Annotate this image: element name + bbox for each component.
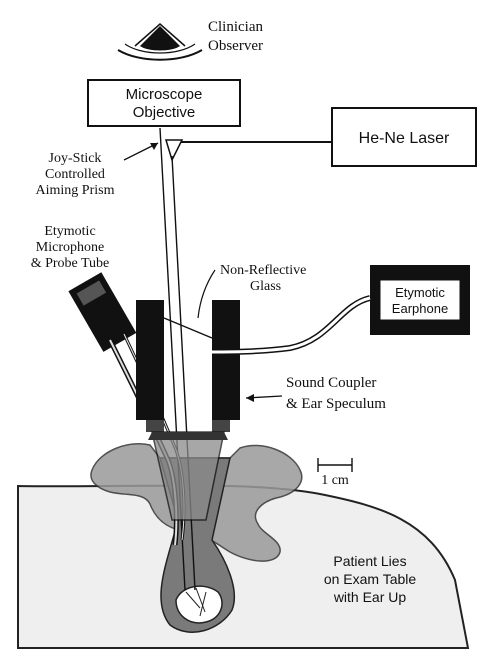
scale-bar — [317, 458, 353, 472]
clinician-eye-icon — [117, 23, 203, 61]
microphone-label-line1: Etymotic — [44, 224, 95, 239]
microscope-label-line1: Microscope — [126, 86, 203, 103]
sound-coupler-right — [212, 300, 240, 420]
patient-label-line2: on Exam Table — [324, 571, 417, 587]
observer-label-line2: Observer — [208, 38, 263, 54]
coupler-label-line2: & Ear Speculum — [286, 396, 386, 412]
he-ne-laser-box — [331, 107, 477, 167]
microscope-label-line2: Objective — [133, 104, 196, 121]
scale-label: 1 cm — [321, 473, 349, 488]
non-reflective-glass — [163, 317, 213, 339]
patient-label-line3: with Ear Up — [333, 589, 407, 605]
earphone-label-line1: Etymotic — [395, 285, 445, 300]
glass-label-line1: Non-Reflective — [220, 263, 306, 278]
prism-label-line1: Joy-Stick — [49, 151, 102, 166]
patient-label-line1: Patient Lies — [333, 553, 406, 569]
glass-pointer-line — [197, 269, 216, 319]
prism-label-line3: Aiming Prism — [36, 183, 115, 198]
laser-label: He-Ne Laser — [359, 130, 450, 147]
eardrum — [175, 585, 223, 624]
prism-label-line2: Controlled — [45, 167, 105, 182]
microphone-label-line3: & Probe Tube — [31, 256, 110, 271]
aiming-prism-icon — [164, 139, 184, 163]
laser-beam-line — [171, 141, 332, 153]
observer-label-line1: Clinician — [208, 19, 263, 35]
microscope-objective-box — [87, 79, 241, 127]
earphone-label-line2: Earphone — [392, 301, 448, 316]
sound-coupler-left — [136, 300, 164, 420]
microphone-label-line2: Microphone — [36, 240, 104, 255]
glass-label-line2: Glass — [250, 279, 281, 294]
coupler-label-line1: Sound Coupler — [286, 375, 376, 391]
etymotic-microphone-icon — [68, 272, 137, 352]
